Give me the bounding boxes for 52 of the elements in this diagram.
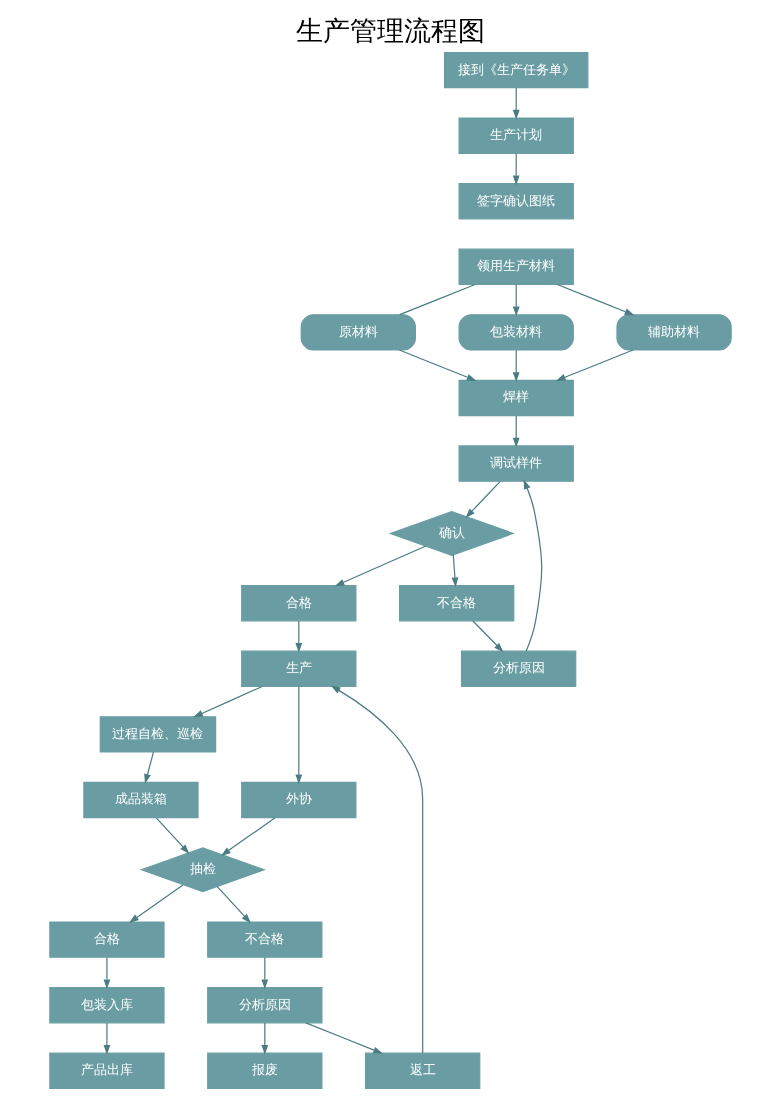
arrow — [192, 685, 263, 718]
arrow — [512, 87, 520, 120]
arrow — [260, 956, 268, 990]
node-box: 生产计划 — [458, 117, 574, 154]
node-box: 辅助材料 — [615, 314, 732, 351]
arrow — [555, 349, 634, 381]
arrow — [304, 1022, 383, 1054]
node-box: 接到《生产任务单》 — [443, 51, 588, 89]
arrow — [464, 480, 501, 518]
node-box: 调试样件 — [458, 445, 574, 482]
node-box: 外协 — [240, 781, 356, 819]
node-box: 成品装箱 — [82, 781, 199, 819]
arrow — [512, 415, 520, 448]
connector — [398, 283, 476, 316]
node-box: 报废 — [206, 1052, 322, 1089]
node-box: 过程自检、巡检 — [99, 716, 216, 753]
node-box: 签字确认图纸 — [458, 183, 574, 220]
node-box: 返工 — [364, 1052, 480, 1089]
arrow — [398, 349, 476, 381]
node-box: 焊样 — [458, 379, 574, 417]
node-box: 原材料 — [300, 314, 416, 351]
arrow — [471, 620, 504, 653]
arrow — [512, 349, 520, 382]
node-box: 领用生产材料 — [458, 248, 574, 286]
arrow — [451, 554, 458, 588]
node-box: 产品出库 — [48, 1052, 165, 1089]
arrow — [103, 956, 110, 990]
arrow — [556, 283, 634, 316]
node-box: 分析原因 — [460, 650, 576, 687]
node-box: 包装入库 — [48, 986, 165, 1024]
arrow — [155, 817, 189, 854]
node-box: 不合格 — [206, 921, 322, 958]
diagram-title: 生产管理流程图 — [295, 14, 485, 46]
arrow — [294, 620, 302, 653]
arrow — [512, 152, 520, 186]
arrow — [216, 886, 251, 924]
node-box: 合格 — [240, 585, 356, 622]
node-box: 分析原因 — [206, 986, 322, 1024]
arrow — [260, 1022, 268, 1055]
arrow — [334, 545, 426, 587]
arrow — [330, 685, 423, 1054]
node-box: 生产 — [240, 650, 356, 687]
arrow — [512, 284, 520, 317]
arrow — [128, 884, 184, 923]
arrow — [294, 686, 302, 785]
arrow — [143, 751, 154, 784]
arrow — [103, 1022, 110, 1055]
node-box: 包装材料 — [458, 314, 574, 351]
node-box: 不合格 — [398, 585, 514, 622]
arrow — [523, 479, 542, 652]
arrow — [220, 817, 276, 856]
node-box: 合格 — [48, 921, 165, 958]
